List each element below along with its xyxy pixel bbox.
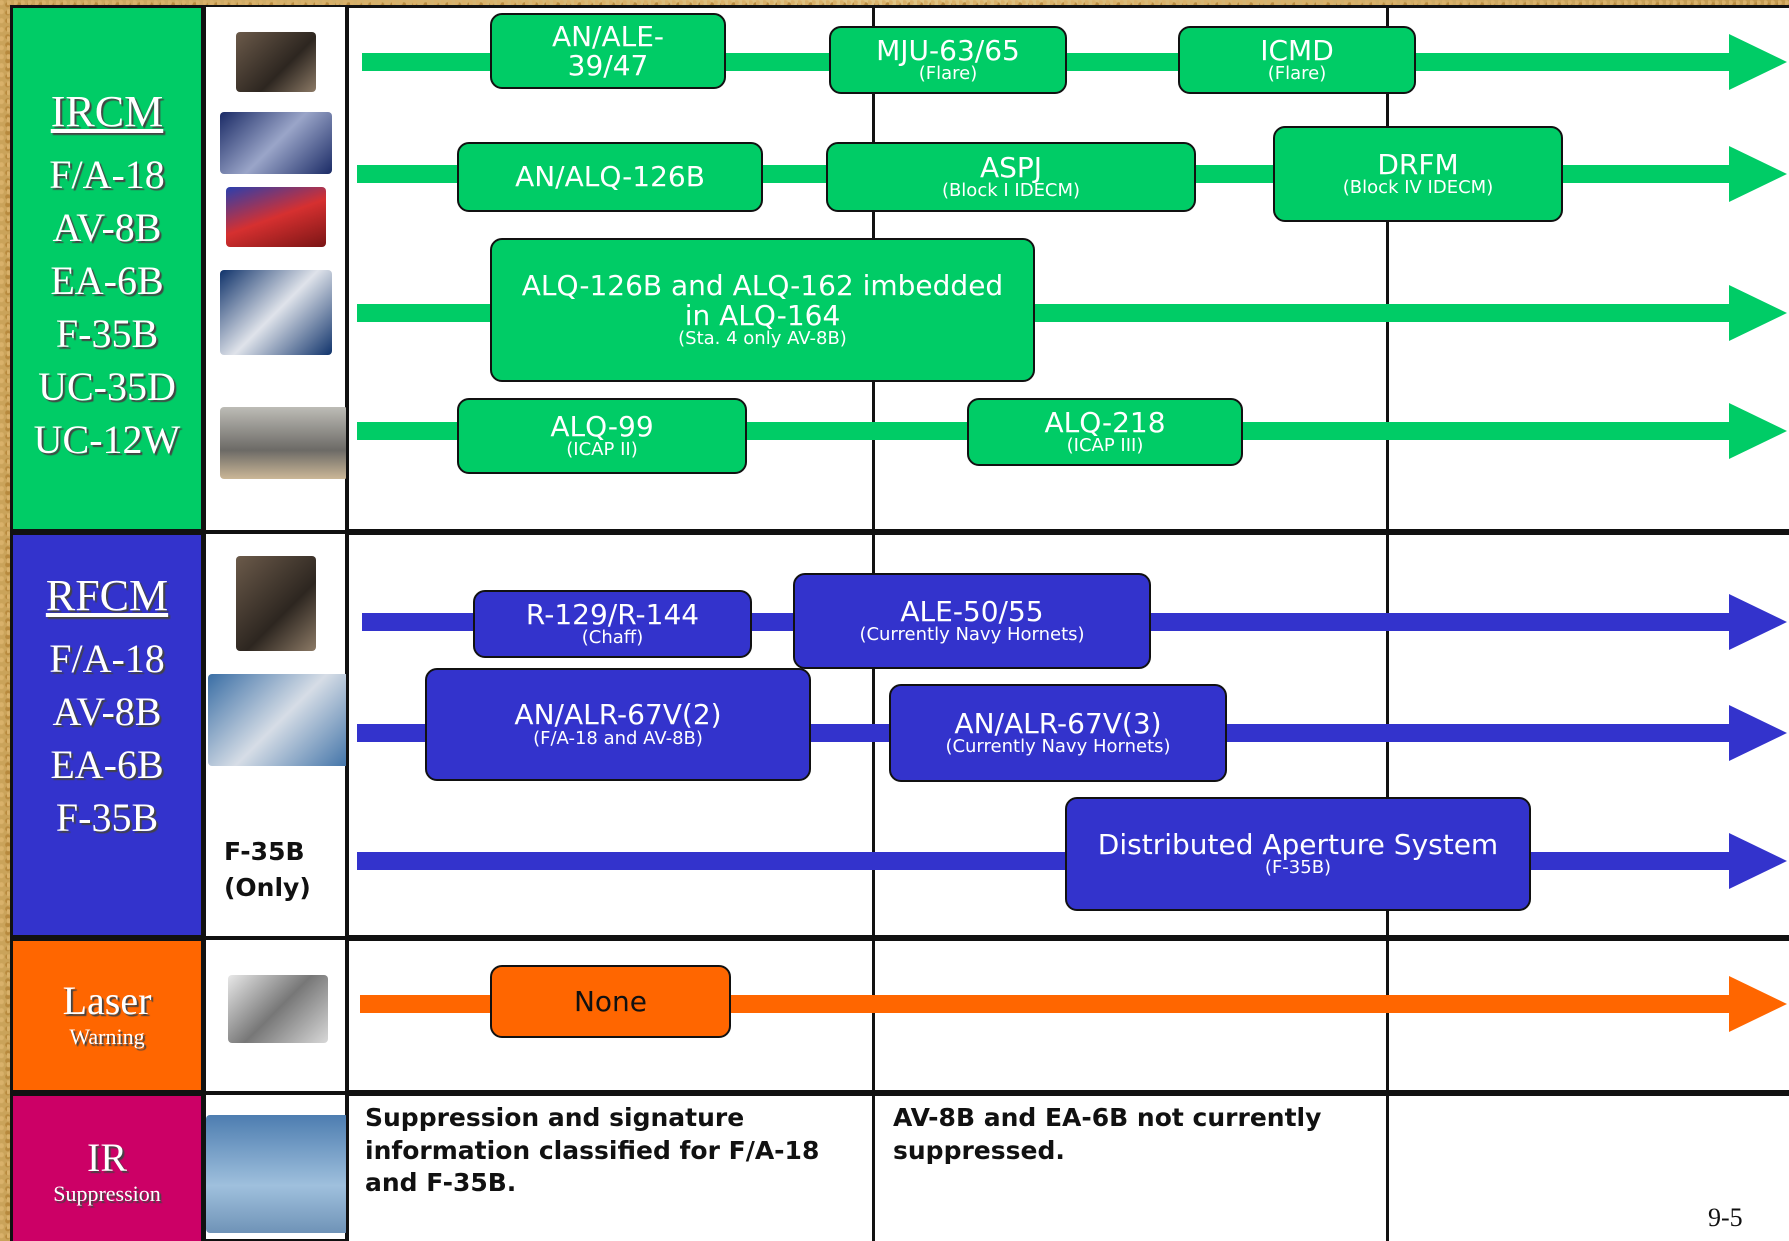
ircm-item: EA-6B (50, 258, 164, 303)
arrowhead (1729, 285, 1787, 341)
f35b-only-label: F-35B (Only) (224, 837, 311, 903)
rfcm-item: F/A-18 (49, 636, 165, 681)
system-box-alq-99: ALQ-99 (ICAP II) (457, 398, 747, 474)
ircm-item: UC-12W (33, 417, 181, 462)
system-box-alq-218: ALQ-218 (ICAP III) (967, 398, 1243, 466)
system-box-r-129-r-144: R-129/R-144 (Chaff) (473, 590, 752, 658)
image-column-ir (204, 1093, 349, 1241)
section-ir-header: IR Suppression (10, 1093, 204, 1241)
grid-line (346, 5, 349, 1241)
system-box-drfm: DRFM (Block IV IDECM) (1273, 126, 1563, 222)
rfcm-item: F-35B (55, 795, 159, 840)
system-box-alq-126b: AN/ALQ-126B (457, 142, 763, 212)
arrowhead (1729, 594, 1787, 650)
rfcm-item: EA-6B (50, 742, 164, 787)
section-laser-header: Laser Warning (10, 938, 204, 1093)
ir-note-col1: Suppression and signature information cl… (365, 1103, 820, 1197)
ircm-item: F/A-18 (49, 152, 165, 197)
ircm-title: IRCM (50, 87, 164, 136)
system-box-mju-63-65: MJU-63/65 (Flare) (829, 26, 1067, 94)
rfcm-item: AV-8B (52, 689, 162, 734)
arrowhead (1729, 146, 1787, 202)
arrowhead (1729, 34, 1787, 90)
page-number: 9-5 (1708, 1203, 1743, 1232)
system-box-aspj: ASPJ (Block I IDECM) (826, 142, 1196, 212)
equipment-photo (220, 270, 332, 355)
ircm-item: F-35B (55, 311, 159, 356)
system-box-alr-67v3: AN/ALR-67V(3) (Currently Navy Hornets) (889, 684, 1227, 782)
image-column-laser (204, 938, 347, 1093)
equipment-photo (220, 112, 332, 174)
arrowhead (1729, 403, 1787, 459)
equipment-photo (226, 187, 326, 247)
section-ircm-header: IRCM F/A-18 AV-8B EA-6B F-35B UC-35D UC-… (10, 5, 204, 532)
arrowhead (1729, 976, 1787, 1032)
rfcm-title: RFCM (45, 571, 169, 620)
system-box-icmd: ICMD (Flare) (1178, 26, 1416, 94)
ir-title: IR (87, 1135, 127, 1180)
system-box-ale-39-47: AN/ALE- 39/47 (490, 13, 726, 89)
system-box-none: None (490, 965, 731, 1038)
equipment-photo (208, 674, 354, 766)
ir-subtitle: Suppression (53, 1181, 161, 1206)
equipment-photo (236, 32, 316, 92)
ir-notes-area (347, 1093, 1789, 1241)
ir-note-col2: AV-8B and EA-6B not currently suppressed… (893, 1103, 1322, 1165)
equipment-photo (236, 556, 316, 651)
ircm-item: AV-8B (52, 205, 162, 250)
image-column-ircm (204, 5, 348, 532)
system-box-distributed-aperture: Distributed Aperture System (F-35B) (1065, 797, 1531, 911)
arrowhead (1729, 705, 1787, 761)
laser-subtitle: Warning (69, 1024, 145, 1049)
image-column-rfcm: F-35B (Only) (204, 532, 354, 938)
jet-photo (206, 1115, 349, 1233)
laser-title: Laser (62, 978, 152, 1023)
system-box-ale-50-55: ALE-50/55 (Currently Navy Hornets) (793, 573, 1151, 669)
ircm-item: UC-35D (38, 364, 176, 409)
system-box-alq-164: ALQ-126B and ALQ-162 imbedded in ALQ-164… (490, 238, 1035, 382)
arrowhead (1729, 833, 1787, 889)
equipment-photo (228, 975, 328, 1043)
system-box-alr-67v2: AN/ALR-67V(2) (F/A-18 and AV-8B) (425, 668, 811, 781)
equipment-photo (220, 407, 348, 479)
section-rfcm-header: RFCM F/A-18 AV-8B EA-6B F-35B (10, 532, 204, 938)
